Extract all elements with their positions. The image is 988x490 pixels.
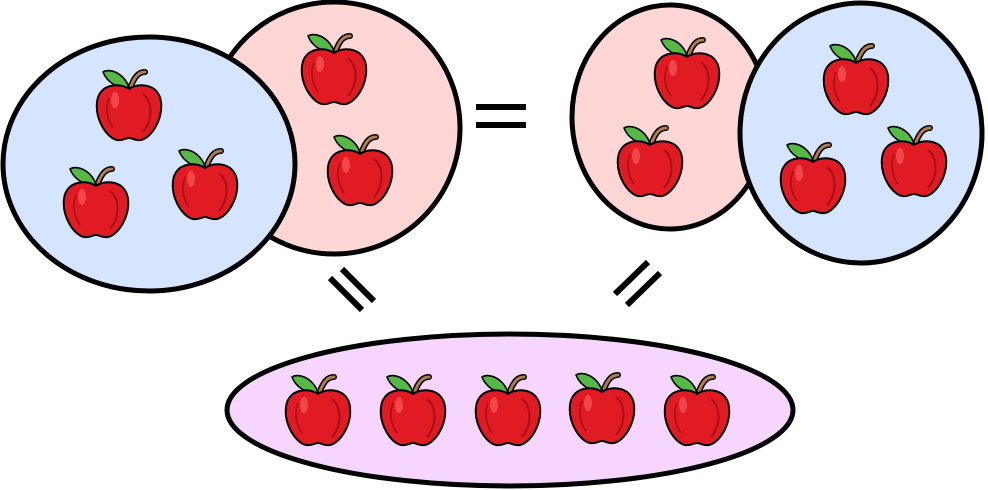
right-blue-group (737, 0, 985, 266)
equals-sign-left (327, 266, 377, 313)
equals-sign-right (612, 259, 663, 308)
left-blue-group (0, 34, 298, 294)
equals-sign-top (476, 104, 526, 128)
